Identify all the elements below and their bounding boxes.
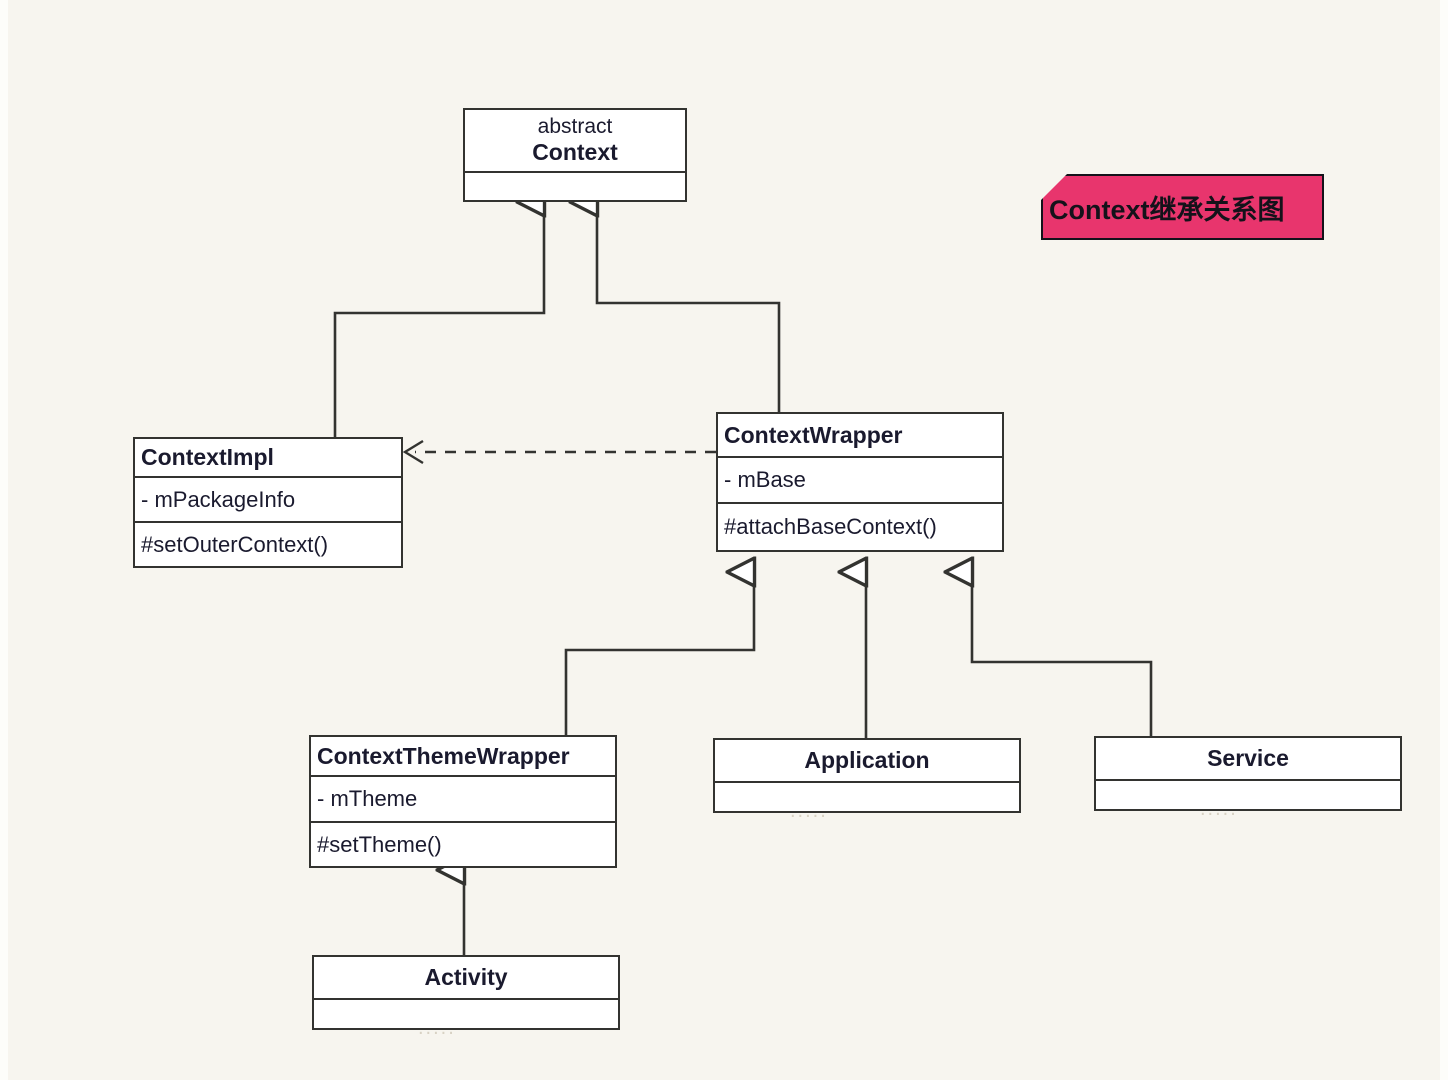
class-compartment-empty-activity	[314, 998, 618, 1028]
class-box-application[interactable]: Application	[713, 738, 1021, 813]
right-edge-strip	[1440, 0, 1448, 1080]
class-box-contextwrapper[interactable]: ContextWrapper - mBase #attachBaseContex…	[716, 412, 1004, 552]
class-title-contextwrapper: ContextWrapper	[724, 421, 903, 448]
class-box-context[interactable]: abstract Context	[463, 108, 687, 202]
class-compartment-empty-application	[715, 781, 1019, 811]
class-box-activity[interactable]: Activity	[312, 955, 620, 1030]
note-text: Context继承关系图	[1049, 194, 1285, 225]
class-title-application: Application	[804, 747, 930, 774]
relation-contextwrapper-to-contextimpl	[402, 439, 716, 465]
relation-contextwrapper-to-context	[597, 202, 781, 412]
class-attribute-mtheme: - mTheme	[311, 775, 615, 820]
class-attribute-mpackageinfo: - mPackageInfo	[135, 476, 401, 521]
class-operation-setoutercontext: #setOuterContext()	[135, 521, 401, 566]
class-title-context: abstract Context	[465, 110, 685, 171]
class-compartment-empty-service	[1096, 779, 1400, 809]
class-stereotype-context: abstract	[537, 114, 613, 138]
relation-service-to-contextwrapper	[972, 572, 1153, 736]
class-title-contextimpl: ContextImpl	[141, 444, 274, 471]
class-operation-attachbasecontext: #attachBaseContext()	[718, 502, 1002, 550]
class-title-activity: Activity	[424, 964, 508, 991]
ghost-dots-application: .....	[790, 800, 828, 822]
class-compartment-empty-context	[465, 170, 685, 200]
ghost-dots-service: .....	[1200, 798, 1238, 820]
ghost-dots-activity: .....	[418, 1017, 456, 1039]
note-context-inheritance[interactable]: Context继承关系图	[1041, 174, 1324, 240]
note-fold-corner-icon	[1041, 174, 1067, 200]
left-edge-strip	[0, 0, 8, 1080]
class-box-contextimpl[interactable]: ContextImpl - mPackageInfo #setOuterCont…	[133, 437, 403, 568]
class-box-contextthemewrapper[interactable]: ContextThemeWrapper - mTheme #setTheme()	[309, 735, 617, 868]
relation-contextimpl-to-context	[333, 202, 544, 437]
class-box-service[interactable]: Service	[1094, 736, 1402, 811]
class-title-service: Service	[1207, 745, 1289, 772]
class-title-contextthemewrapper: ContextThemeWrapper	[317, 742, 570, 769]
class-operation-settheme: #setTheme()	[311, 820, 615, 866]
class-name-context: Context	[532, 139, 618, 166]
relation-contextthemewrapper-to-contextwrapper	[564, 572, 754, 735]
class-attribute-mbase: - mBase	[718, 456, 1002, 502]
